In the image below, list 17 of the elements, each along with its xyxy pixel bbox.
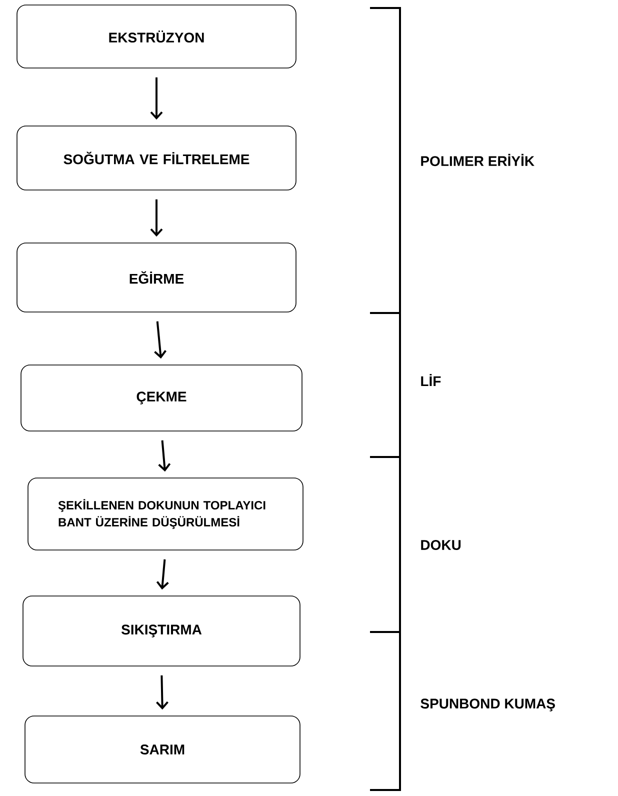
process-box: SIKIŞTIRMA <box>22 596 300 666</box>
arrow <box>154 321 166 359</box>
arrow <box>156 559 169 590</box>
stage-label: LİF <box>421 374 441 386</box>
process-box: EĞİRME <box>16 242 296 312</box>
arrow <box>158 440 171 472</box>
process-box: ŞEKİLLENEN DOKUNUN TOPLAYICI BANT ÜZERİNE DÜŞÜRÜLMESİ <box>28 478 304 550</box>
stage-label: POLIMER ERİYİK <box>421 154 534 166</box>
arrow <box>150 77 163 120</box>
arrow <box>156 675 168 710</box>
process-box: SARIM <box>24 716 300 784</box>
stage-label: SPUNBOND KUMAŞ <box>420 698 555 712</box>
arrow <box>150 199 163 237</box>
process-box: EKSTRÜZYON <box>16 4 296 68</box>
process-box: ÇEKME <box>20 364 302 432</box>
process-box: SOĞUTMA VE FİLTRELEME <box>16 126 296 190</box>
stage-label: DOKU <box>421 540 461 550</box>
